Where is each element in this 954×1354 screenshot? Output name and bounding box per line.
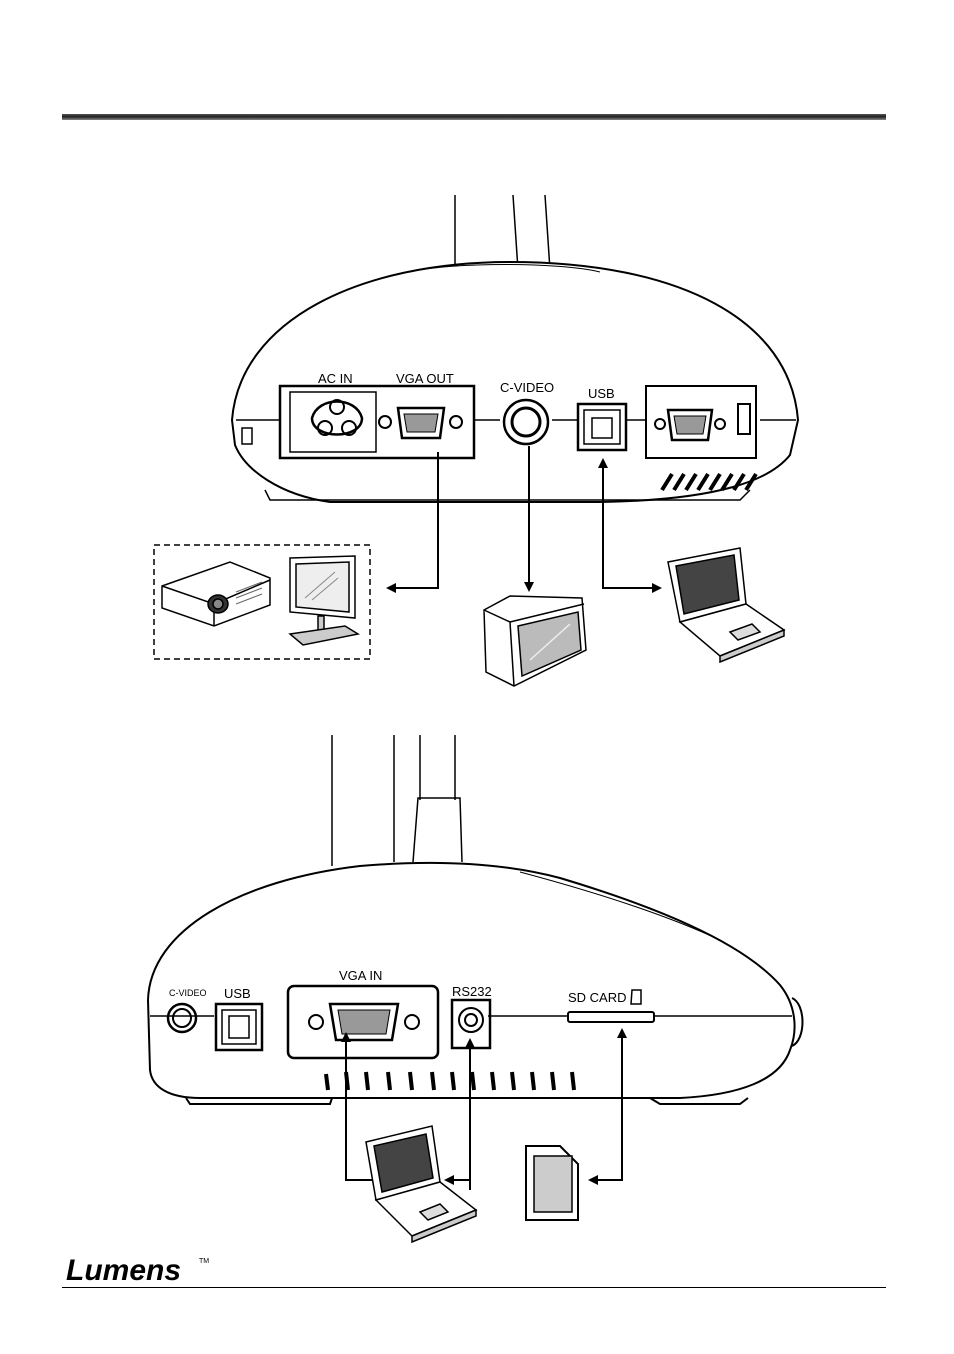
vga-port-icon: [308, 1002, 420, 1042]
vga-out-label: VGA OUT: [396, 371, 454, 386]
monitor-icon: [288, 555, 361, 646]
laptop-icon: [667, 547, 786, 664]
arrow-icon: [386, 446, 662, 593]
usb-side-label: USB: [224, 986, 251, 1001]
header-rule: [62, 114, 886, 120]
usb-port-icon: [214, 1002, 264, 1052]
display-devices-group: [153, 544, 371, 660]
c-video-label: C-VIDEO: [500, 380, 554, 395]
rca-port-icon: [166, 1002, 198, 1034]
laptop-icon: [365, 1125, 478, 1244]
lumens-logo: Lumens: [66, 1254, 182, 1287]
trademark-mark: TM: [199, 1258, 210, 1265]
arrow-icon: [341, 1028, 627, 1190]
usb-label: USB: [588, 386, 615, 401]
c-video-side-label: C-VIDEO: [169, 988, 207, 998]
power-socket-icon: [310, 399, 364, 436]
rca-port-icon: [502, 398, 550, 446]
vga-in-label: VGA IN: [339, 968, 382, 983]
projector-icon: [161, 561, 271, 627]
tv-icon: [483, 595, 587, 687]
ac-in-label: AC IN: [318, 371, 353, 386]
usb-port-icon: [576, 402, 628, 452]
sd-card-icon: [525, 1145, 579, 1221]
vga-port-icon: [654, 403, 751, 442]
top-device: [230, 194, 800, 503]
vga-port-icon: [378, 406, 463, 440]
sd-card-label: SD CARD: [568, 990, 627, 1005]
rs232-label: RS232: [452, 984, 492, 999]
sd-card-slot-icon: [567, 989, 655, 1023]
footer-rule: [62, 1287, 886, 1288]
